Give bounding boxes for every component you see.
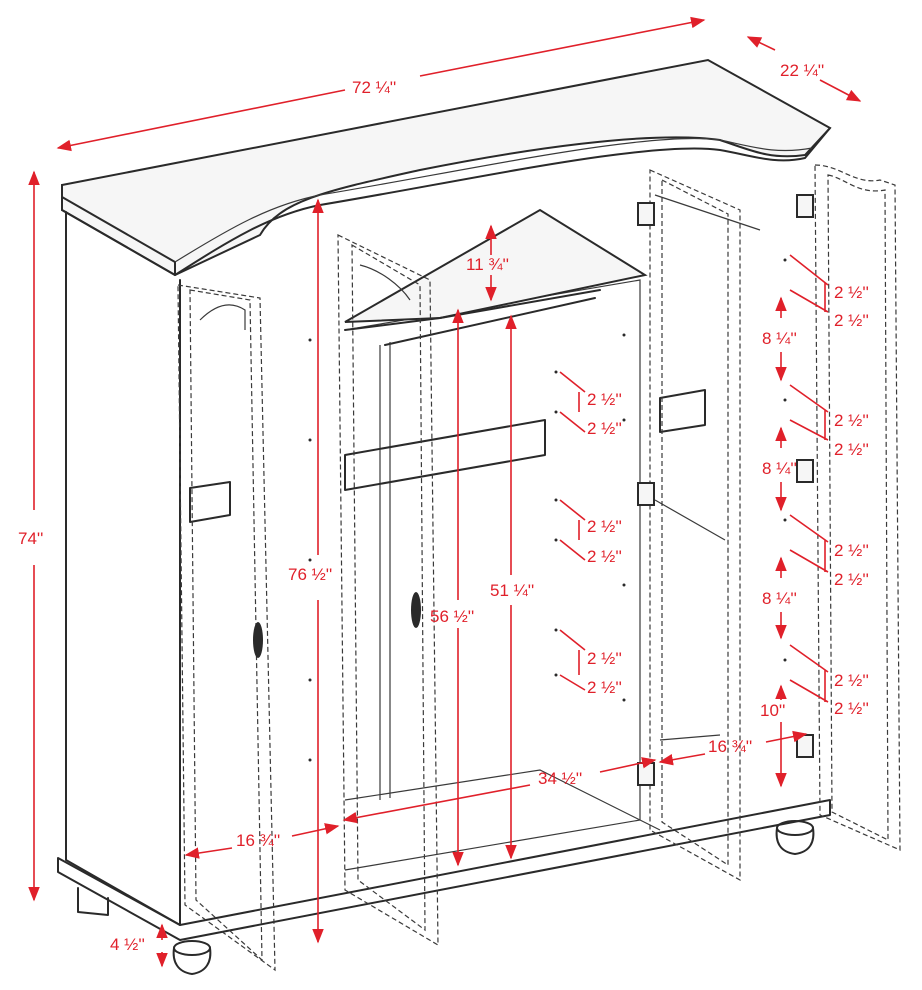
label-left-width: 16 ¾'' (236, 831, 280, 850)
label-shelf-gap: 11 ¾'' (466, 255, 509, 274)
label-hole-spacing: 2 ½'' (587, 678, 622, 697)
hole-spacing-mark (559, 371, 586, 433)
hinge (796, 734, 814, 758)
label-hole-spacing: 2 ½'' (587, 649, 622, 668)
hole-spacing-mark (559, 499, 586, 561)
label-hole-spacing: 2 ½'' (834, 283, 869, 302)
hole-spacing-mark (789, 254, 829, 313)
dim-line-center-width-right (599, 757, 657, 773)
cabinet-top (61, 58, 832, 277)
label-shelf-step-1: 8 ¼'' (762, 329, 797, 348)
label-hole-spacing: 2 ½'' (587, 547, 622, 566)
hole-spacing-mark (789, 384, 829, 441)
hinge (637, 482, 655, 506)
label-shelf-step-3: 8 ¼'' (762, 589, 797, 608)
label-hang-height: 51 ¼'' (490, 581, 534, 600)
door-center-right (649, 169, 741, 882)
door-handle-center (411, 592, 421, 628)
label-bottom-gap: 10'' (760, 701, 785, 720)
label-right-width: 16 ¾'' (708, 737, 752, 756)
base-plinth (57, 799, 831, 941)
door-handle-left (253, 622, 263, 658)
label-shelf-step-2: 8 ¼'' (762, 459, 797, 478)
dim-line-left-width-left (184, 847, 233, 859)
label-hole-spacing: 2 ½'' (587, 419, 622, 438)
label-hole-spacing: 2 ½'' (834, 699, 869, 718)
shelf-pin-holes (308, 258, 787, 762)
hole-spacing-mark (559, 629, 586, 691)
label-hole-spacing: 2 ½'' (587, 517, 622, 536)
label-hole-spacing: 2 ½'' (834, 411, 869, 430)
left-rear-foot (77, 887, 109, 916)
left-side-panel (65, 211, 181, 926)
label-hang-height-left: 56 ½'' (430, 607, 474, 626)
label-hole-spacing: 2 ½'' (834, 440, 869, 459)
label-hole-spacing: 2 ½'' (834, 541, 869, 560)
top-shelf (344, 208, 648, 323)
hinge (796, 459, 814, 483)
door-left (177, 284, 276, 972)
dimension-lines (28, 16, 862, 968)
dim-line-right-width-left (658, 753, 706, 766)
label-foot-height: 4 ½'' (110, 935, 145, 954)
door-right (814, 164, 901, 851)
label-overall-height: 74'' (18, 529, 43, 548)
dim-line-depth-top (746, 36, 776, 51)
dim-line-center-width-left (342, 784, 531, 824)
label-hole-spacing: 2 ½'' (834, 671, 869, 690)
dim-line-depth-bottom (819, 79, 862, 102)
dim-line-width-right (419, 16, 706, 77)
label-overall-depth: 22 ¼'' (780, 61, 824, 80)
hinges (637, 194, 814, 786)
front-left-foot (172, 940, 212, 975)
label-hole-spacing: 2 ½'' (587, 390, 622, 409)
front-right-foot (775, 820, 815, 855)
dim-line-left-width-right (291, 823, 340, 837)
dimension-labels: 72 ¼'' 22 ¼'' 74'' 76 ½'' 11 ¾'' 56 ½'' … (18, 61, 869, 954)
door-center-left (337, 234, 439, 947)
dim-line-right-width-right (765, 730, 808, 743)
hinge (796, 194, 814, 218)
hinge (637, 202, 655, 226)
dim-line-width-left (56, 89, 346, 152)
hole-spacing-mark (789, 644, 829, 703)
label-hole-spacing: 2 ½'' (834, 311, 869, 330)
hinge (637, 762, 655, 786)
label-overall-width: 72 ¼'' (352, 78, 396, 97)
label-inner-height: 76 ½'' (288, 565, 332, 584)
label-center-width: 34 ½'' (538, 769, 582, 788)
hole-spacing-mark (789, 514, 829, 573)
label-hole-spacing: 2 ½'' (834, 570, 869, 589)
cabinet-body (57, 58, 832, 975)
